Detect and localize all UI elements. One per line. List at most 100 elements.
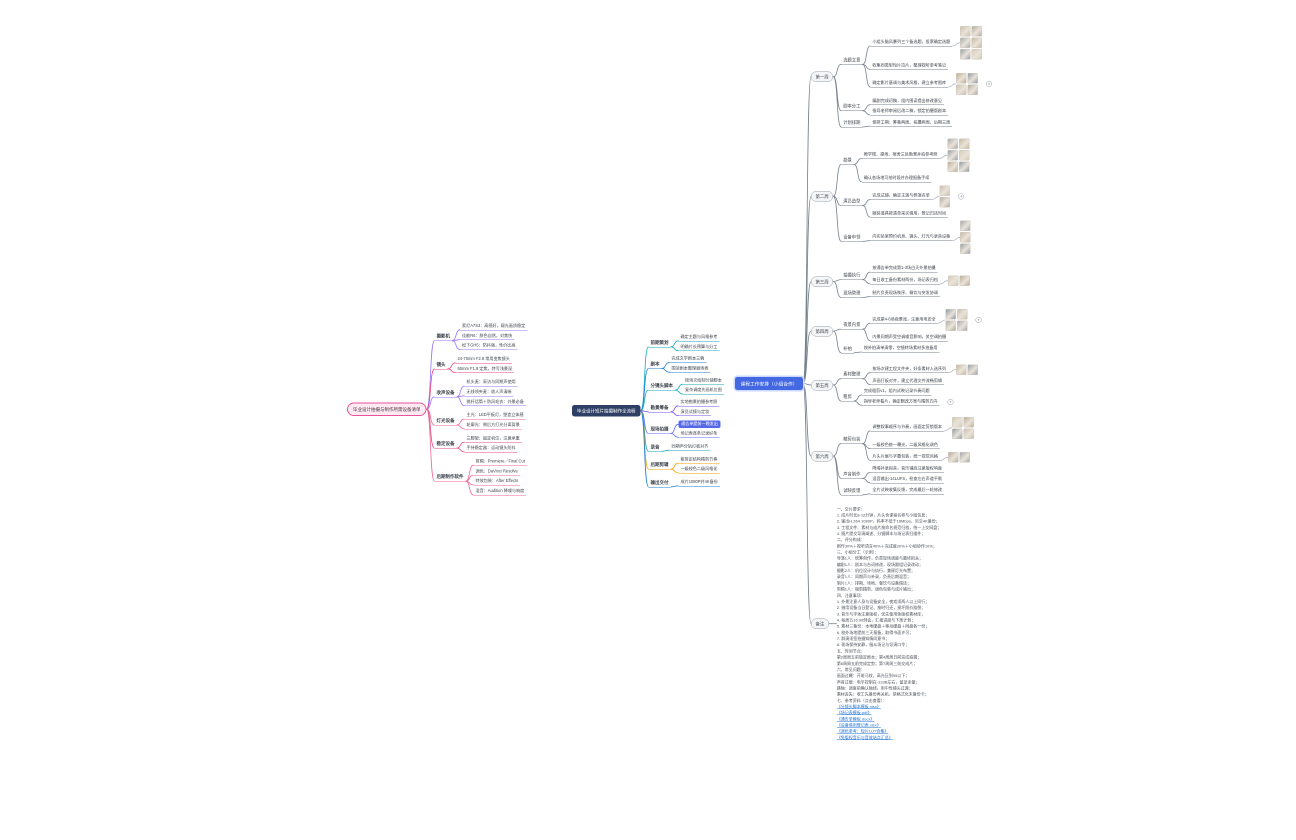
leaf-node[interactable]: 确认各场地可拍时段并办理报备手续 bbox=[861, 175, 932, 183]
leaf-node[interactable]: 确定主题与风格参考 bbox=[678, 334, 720, 342]
leaf-node[interactable]: 无线领夹麦：收人声清晰 bbox=[464, 389, 514, 397]
leaf-node[interactable]: 完成第4-6场夜景戏，注意用电安全 bbox=[870, 316, 938, 324]
collapse-icon[interactable]: + bbox=[947, 399, 954, 406]
leaf-node[interactable]: 每日收工备份素材两份，场记表归档 bbox=[870, 277, 940, 285]
topic-node[interactable]: 夜景内景 bbox=[841, 321, 863, 330]
root-node[interactable]: 毕业设计拍摄与制作所需设备清单 bbox=[347, 402, 427, 416]
photo-thumbnail[interactable] bbox=[952, 416, 963, 428]
leaf-node[interactable]: 机头麦：采访与同期声使用 bbox=[464, 379, 518, 387]
leaf-node[interactable]: 按场次绘制分镜脚本 bbox=[683, 377, 724, 385]
note-link[interactable]: 《通告单模板.docx》 bbox=[836, 716, 875, 722]
photo-thumbnail[interactable] bbox=[971, 26, 983, 37]
photo-thumbnail[interactable] bbox=[957, 320, 968, 331]
photo-thumbnail[interactable] bbox=[947, 161, 959, 172]
photo-thumbnail[interactable] bbox=[960, 243, 971, 255]
photo-thumbnail[interactable] bbox=[960, 232, 971, 243]
leaf-node[interactable]: 松下GH5：防抖强，性价比高 bbox=[460, 343, 518, 350]
topic-node[interactable]: 粗剪 bbox=[841, 392, 854, 402]
topic-node[interactable]: 勘景 bbox=[841, 156, 854, 165]
leaf-node[interactable]: 按场次建工程文件夹，好条素材入选序列 bbox=[870, 366, 949, 374]
note-link[interactable]: 《调色参考：短片LUT合集》 bbox=[836, 729, 889, 734]
leaf-node[interactable]: 三脚架：固定机位，注意承重 bbox=[464, 435, 522, 443]
leaf-node[interactable]: 调整叙事顺序与节奏，画面定剪锁版本 bbox=[870, 424, 945, 432]
leaf-node[interactable]: 场记表逐条记录好条 bbox=[678, 430, 720, 438]
root-node[interactable]: 毕业设计短片拍摄制作全流程 bbox=[572, 404, 641, 417]
leaf-node[interactable]: 混音输出-14LUFS，检查左右声道平衡 bbox=[870, 476, 945, 484]
topic-node[interactable]: 演员造型 bbox=[841, 197, 863, 206]
topic-node[interactable]: 选题立意 bbox=[841, 56, 863, 65]
photo-thumbnail[interactable] bbox=[967, 72, 979, 84]
branch-node[interactable]: 摄影机 bbox=[434, 332, 453, 342]
collapse-icon[interactable]: + bbox=[975, 316, 982, 323]
photo-thumbnail[interactable] bbox=[947, 149, 959, 161]
branch-node[interactable]: 录音 bbox=[648, 442, 662, 452]
photo-thumbnail[interactable] bbox=[947, 275, 959, 286]
leaf-node[interactable]: 完成试镜，确定主演与群演名单 bbox=[870, 193, 932, 200]
leaf-node[interactable]: 完成文学剧本三稿 bbox=[669, 356, 707, 363]
root-node[interactable]: 课程工作安排（小组合作） bbox=[735, 377, 804, 391]
leaf-node[interactable]: 按补拍清单清零，空镜转场素材多拍备用 bbox=[861, 345, 940, 353]
photo-thumbnail[interactable] bbox=[956, 72, 967, 84]
leaf-node[interactable]: 围读剧本整理顺场表 bbox=[669, 365, 711, 373]
note-link[interactable]: 《设备借用登记表.xlsx》 bbox=[836, 723, 881, 728]
leaf-node[interactable]: 全片试映收集反馈，完成最后一轮修改 bbox=[870, 487, 945, 495]
photo-thumbnail[interactable] bbox=[959, 161, 970, 172]
topic-node[interactable]: 补拍 bbox=[841, 344, 854, 354]
branch-node[interactable]: 现场拍摄 bbox=[648, 424, 671, 434]
leaf-node[interactable]: 明确片长预算与分工 bbox=[678, 344, 720, 352]
leaf-node[interactable]: 制片负责现场秩序、餐饮与突发协调 bbox=[870, 290, 940, 298]
photo-thumbnail[interactable] bbox=[960, 49, 971, 60]
topic-node[interactable]: 试映反馈 bbox=[841, 486, 863, 496]
photo-thumbnail[interactable] bbox=[956, 84, 967, 95]
leaf-node[interactable]: 24-70mm F2.8 常用变焦镜头 bbox=[455, 356, 512, 364]
leaf-node[interactable]: 编剧完成初稿，组内围读提出修改意见 bbox=[870, 98, 945, 106]
leaf-node[interactable]: 声画打板对齐，建立代理文件流畅剪辑 bbox=[870, 378, 945, 386]
photo-thumbnail[interactable] bbox=[963, 416, 975, 428]
photo-thumbnail[interactable] bbox=[939, 185, 951, 196]
photo-thumbnail[interactable] bbox=[947, 138, 959, 149]
photo-thumbnail[interactable] bbox=[960, 26, 971, 37]
photo-thumbnail[interactable] bbox=[952, 428, 963, 439]
branch-node[interactable]: 镜头 bbox=[434, 360, 448, 370]
topic-node[interactable]: 计划排期 bbox=[841, 118, 863, 128]
week-node[interactable]: 第五周 bbox=[811, 379, 834, 391]
photo-thumbnail[interactable] bbox=[959, 138, 970, 149]
photo-thumbnail[interactable] bbox=[963, 428, 975, 439]
leaf-node[interactable]: 轮廓光：侧后方打光分离背景 bbox=[464, 422, 522, 430]
leaf-node[interactable]: 倒排工期：筹备两周、拍摄两周、后期三周 bbox=[870, 119, 953, 127]
leaf-node[interactable]: 混音：Audition 降噪与响度 bbox=[473, 488, 527, 496]
week-node[interactable]: 第一周 bbox=[811, 71, 834, 82]
photo-thumbnail[interactable] bbox=[957, 308, 968, 320]
photo-thumbnail[interactable] bbox=[959, 275, 970, 286]
note-link[interactable]: 《场记表模板.pdf》 bbox=[836, 710, 872, 716]
leaf-node[interactable]: 内景同期声受空调噪音影响，关空调拍摄 bbox=[870, 334, 949, 342]
topic-node[interactable]: 声音制作 bbox=[841, 470, 863, 479]
leaf-node[interactable]: 降噪补录拟音，音乐铺底注意版权响度 bbox=[870, 466, 945, 473]
leaf-node[interactable]: 同期声分轨打板对齐 bbox=[669, 443, 711, 451]
branch-node[interactable]: 前期策划 bbox=[648, 338, 671, 348]
leaf-node[interactable]: 索尼A7S3：高感好，弱光画质稳定 bbox=[460, 323, 528, 331]
leaf-node[interactable]: 一级校色二级风格化 bbox=[678, 466, 720, 474]
week-node[interactable]: 第四周 bbox=[811, 325, 834, 337]
leaf-node[interactable]: 实地勘景拍摄参考照 bbox=[678, 399, 720, 407]
note-link[interactable]: 《分镜头脚本模板.xlsx》 bbox=[836, 704, 881, 710]
collapse-icon[interactable]: + bbox=[986, 80, 993, 87]
photo-thumbnail[interactable] bbox=[971, 37, 983, 48]
leaf-node[interactable]: 按通告单完成第1-3场白天外景拍摄 bbox=[870, 265, 938, 273]
leaf-node[interactable]: 成片1080P并4K备份 bbox=[678, 479, 720, 487]
leaf-node[interactable]: 确定影片基调与美术风格，建立参考图库 bbox=[870, 80, 949, 88]
topic-node[interactable]: 拍摄执行 bbox=[841, 271, 863, 281]
leaf-node[interactable]: 小组头脑风暴列三个备选题，投票确定选题 bbox=[870, 39, 953, 47]
leaf-node[interactable]: 完成粗剪v1，组内试映记录节奏问题 bbox=[861, 388, 932, 396]
photo-thumbnail[interactable] bbox=[956, 364, 967, 375]
branch-node[interactable]: 收声设备 bbox=[434, 388, 457, 398]
leaf-node[interactable]: 特效包装：After Effects bbox=[473, 478, 521, 486]
week-node[interactable]: 第六周 bbox=[811, 450, 834, 462]
photo-thumbnail[interactable] bbox=[967, 364, 979, 375]
branch-node[interactable]: 灯光设备 bbox=[434, 416, 457, 426]
leaf-node[interactable]: 服装道具按清单采买借用，登记归还时间 bbox=[870, 210, 949, 218]
leaf-node[interactable]: 指导老师审阅后改二稿，锁定拍摄版剧本 bbox=[870, 108, 949, 116]
photo-thumbnail[interactable] bbox=[959, 149, 970, 161]
topic-node[interactable]: 精剪包装 bbox=[841, 435, 863, 445]
photo-thumbnail[interactable] bbox=[947, 452, 959, 463]
